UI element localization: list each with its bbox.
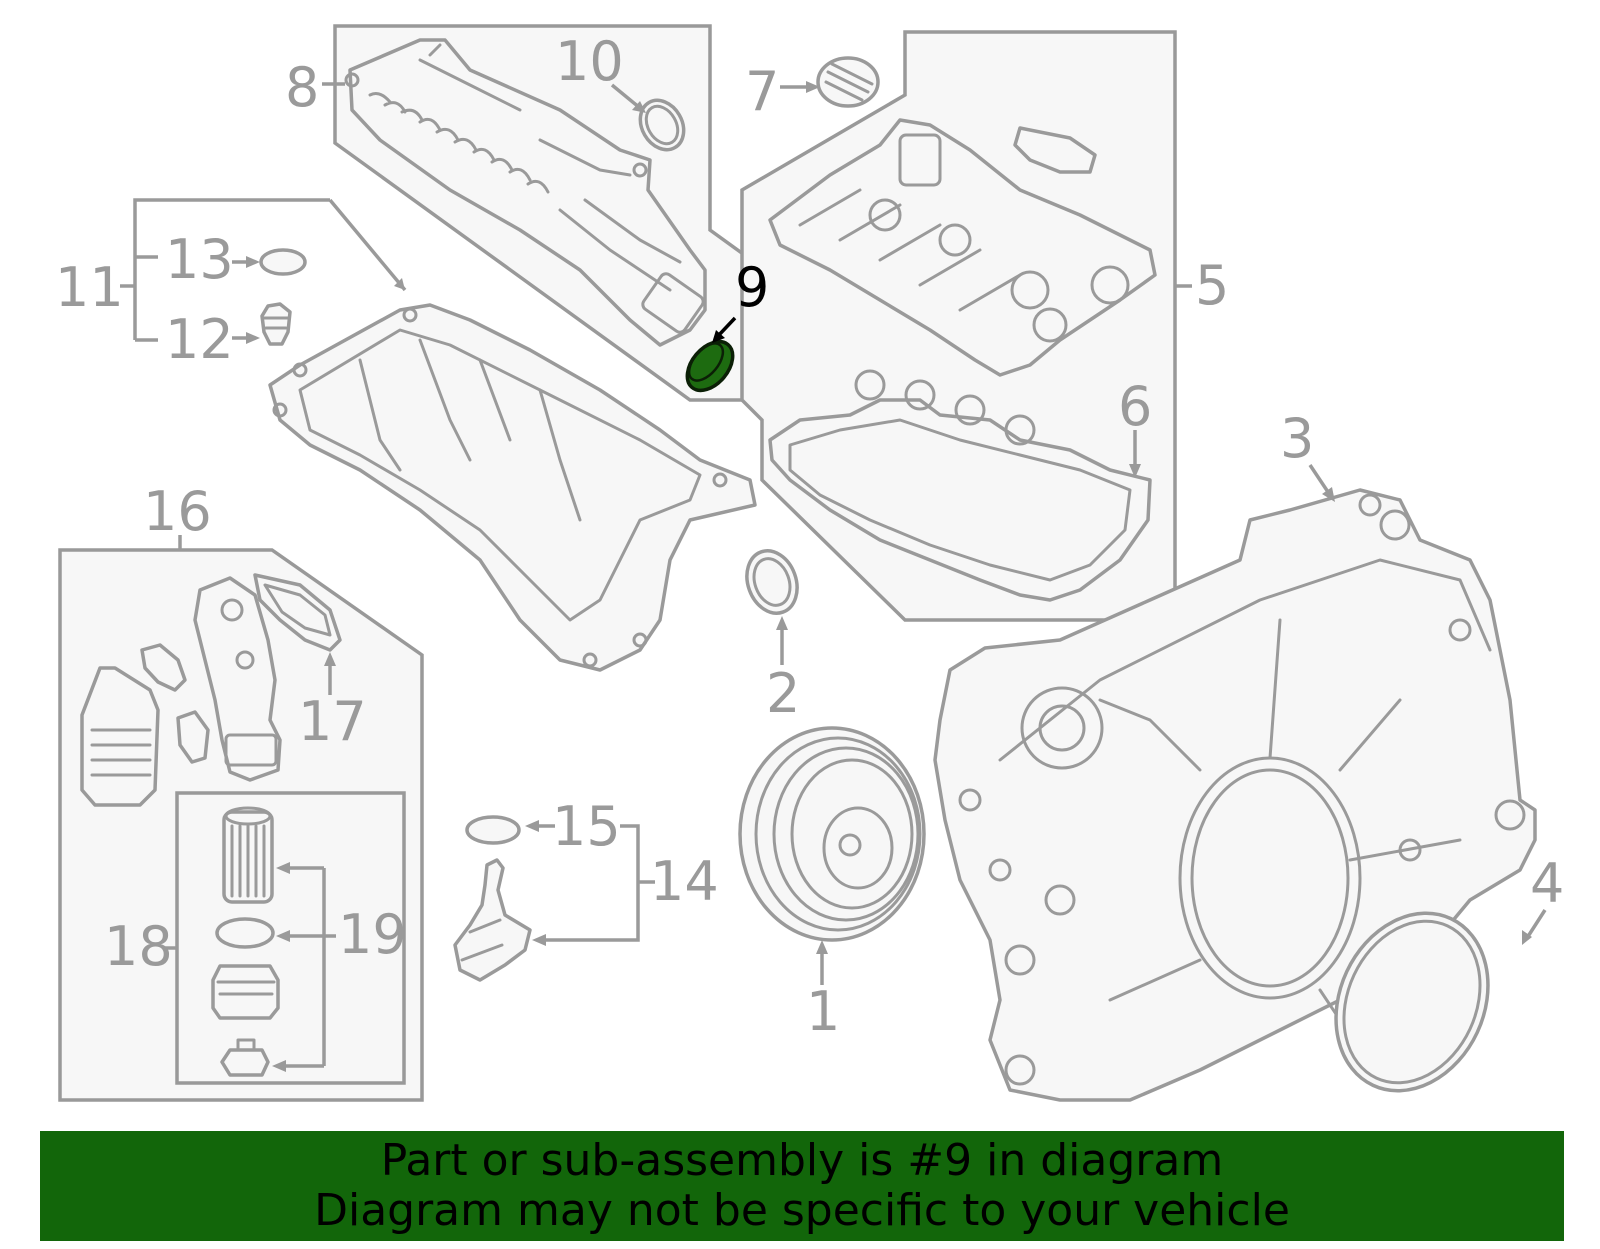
filter-element [222,806,274,904]
label-15: 15 [552,795,621,858]
sensor-seal-15 [465,815,521,845]
valve-cover-gasket-6 [768,369,1152,602]
label-19: 19 [338,903,407,966]
label-13: 13 [165,228,234,291]
crankshaft-seal-4 [1334,911,1490,1093]
drain-plug-12 [260,302,292,346]
cover-plate-gasket [1013,126,1097,174]
label-17: 17 [298,690,367,753]
banner-line-2: Diagram may not be specific to your vehi… [314,1185,1290,1236]
small-gasket-a [140,643,187,692]
label-7: 7 [745,60,779,123]
filter-cap [211,964,280,1020]
housing-gasket-17 [253,573,342,652]
leader-lines [120,81,1547,1072]
label-4: 4 [1530,852,1564,915]
oil-filler-cap-7 [816,56,880,108]
label-8: 8 [285,56,319,119]
oil-cooler [80,666,160,807]
small-gasket-b [176,710,210,764]
filter-o-ring [215,917,275,949]
label-18: 18 [104,915,173,978]
label-12: 12 [165,308,234,371]
label-2: 2 [766,662,800,725]
label-14: 14 [650,850,719,913]
banner-line-1: Part or sub-assembly is #9 in diagram [380,1135,1224,1186]
seal-ring-2 [745,549,799,615]
oil-pan [268,303,757,672]
crankshaft-pulley-1 [738,726,926,942]
label-6: 6 [1118,375,1152,438]
intake-seal-10 [638,98,686,152]
intake-manifold [344,38,707,347]
highlighted-part-9 [685,339,735,393]
oil-filter-subgroup-box [175,791,406,1085]
label-9: 9 [735,256,769,319]
label-16: 16 [143,480,212,543]
label-5: 5 [1195,254,1229,317]
filter-housing [193,576,282,782]
label-1: 1 [806,980,840,1043]
oil-level-sensor-14 [453,858,532,982]
label-3: 3 [1280,407,1314,470]
label-10: 10 [555,30,624,93]
drain-plug-seal-13 [259,248,307,276]
filter-drain-plug [220,1038,270,1077]
valve-cover [768,118,1157,377]
group-11-bracket [133,198,330,340]
info-banner: Part or sub-assembly is #9 in diagram Di… [40,1131,1564,1241]
label-11: 11 [55,256,124,319]
